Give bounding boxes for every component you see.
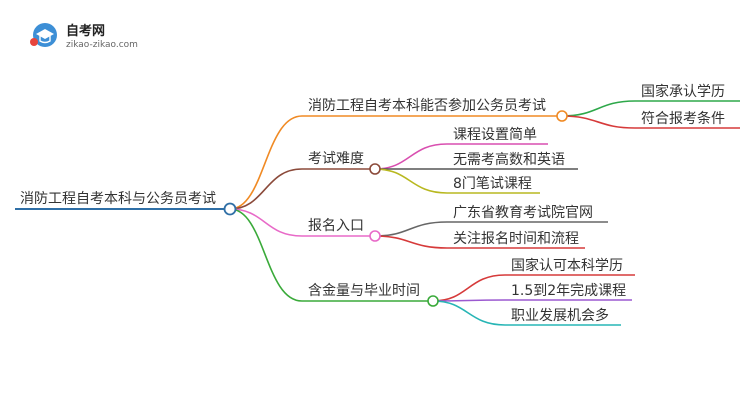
branch-eligibility: 消防工程自考本科能否参加公务员考试 国家承认学历 符合报考条件	[229, 83, 740, 210]
branch-node-dot	[556, 110, 568, 122]
branch-node-dot	[369, 163, 381, 175]
branch-registration: 报名入口 广东省教育考试院官网 关注报名时间和流程	[229, 205, 608, 249]
leaf-label: 广东省教育考试院官网	[453, 205, 593, 221]
logo: 自考网 zikao-zikao.com	[30, 23, 138, 50]
leaf-label: 课程设置简单	[453, 126, 537, 143]
leaf-label: 符合报考条件	[641, 110, 725, 127]
root-node: 消防工程自考本科与公务员考试	[15, 191, 230, 210]
branch-node-dot	[369, 230, 381, 242]
leaf-label: 国家认可本科学历	[511, 257, 623, 274]
branch-node-dot	[427, 295, 439, 307]
branch-value: 含金量与毕业时间 国家认可本科学历 1.5到2年完成课程 职业发展机会多	[229, 208, 635, 326]
branch-label-value: 含金量与毕业时间	[308, 283, 420, 299]
leaf-label: 无需考高数和英语	[453, 151, 565, 168]
root-node-dot	[223, 202, 237, 216]
root-label: 消防工程自考本科与公务员考试	[20, 191, 216, 207]
logo-title: 自考网	[66, 23, 105, 39]
branch-label-registration: 报名入口	[308, 218, 364, 234]
branch-difficulty: 考试难度 课程设置简单 无需考高数和英语 8门笔试课程	[229, 126, 578, 210]
leaf-label: 1.5到2年完成课程	[511, 283, 626, 299]
branch-label-eligibility: 消防工程自考本科能否参加公务员考试	[308, 97, 546, 114]
leaf-label: 关注报名时间和流程	[453, 231, 579, 247]
branch-label-difficulty: 考试难度	[308, 151, 364, 167]
leaf-label: 国家承认学历	[641, 83, 725, 100]
logo-url: zikao-zikao.com	[66, 40, 138, 50]
leaf-label: 职业发展机会多	[511, 307, 609, 324]
leaf-label: 8门笔试课程	[453, 176, 532, 192]
